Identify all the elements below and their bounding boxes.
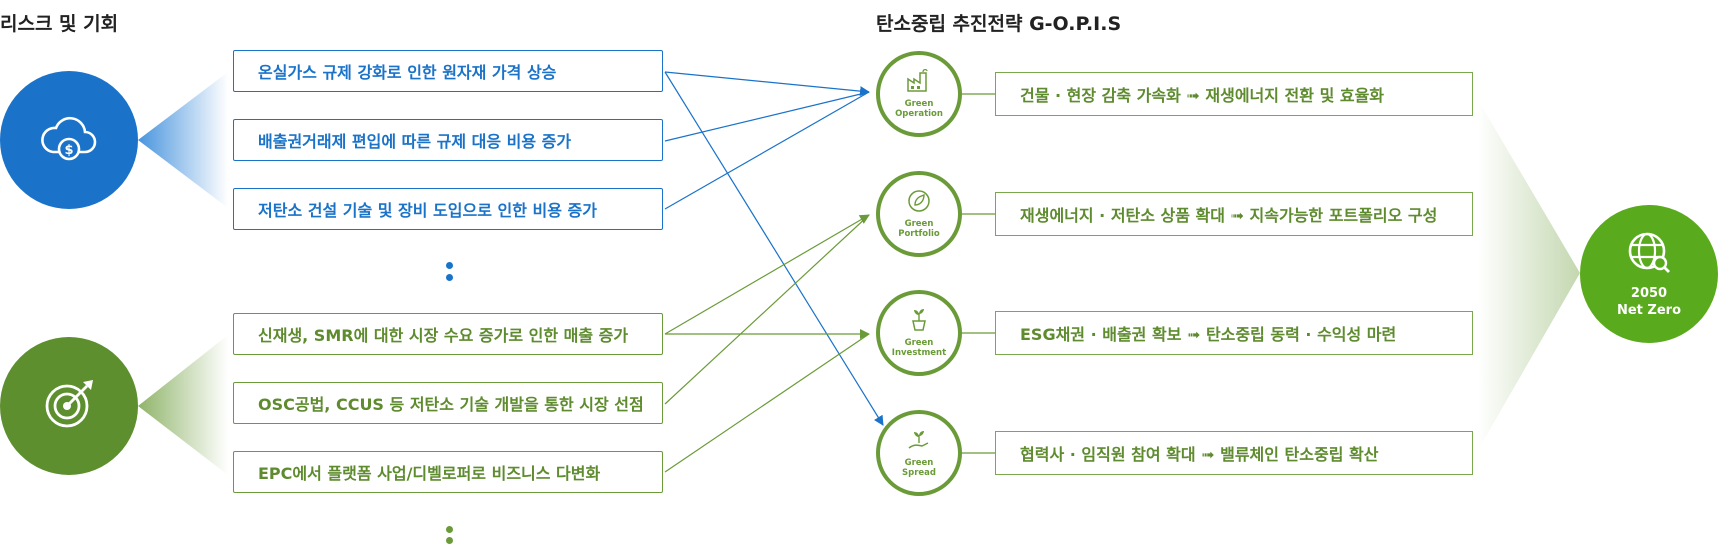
more-dot [446, 274, 453, 281]
strategy-description: ESG채권 · 배출권 확보 ➟ 탄소중립 동력 · 수익성 마련 [995, 311, 1473, 355]
goal-fan [1478, 100, 1580, 450]
svg-text:$: $ [64, 143, 73, 158]
risk-item: 배출권거래제 편입에 따른 규제 대응 비용 증가 [233, 119, 663, 161]
globe-icon [1625, 229, 1673, 279]
strategy-circle-operation: Green Operation [876, 51, 962, 137]
opportunity-item: EPC에서 플랫폼 사업/디벨로퍼로 비즈니스 다변화 [233, 451, 663, 493]
strategy-circle-spread: Green Spread [876, 410, 962, 496]
strategy-label: Green Operation [895, 99, 943, 119]
connector-line [664, 71, 884, 426]
strategy-description: 건물 · 현장 감축 가속화 ➟ 재생에너지 전환 및 효율화 [995, 72, 1473, 116]
risk-fan [138, 72, 228, 208]
goal-label: Net Zero [1616, 303, 1682, 318]
connector-line [664, 333, 870, 473]
risk-item: 저탄소 건설 기술 및 장비 도입으로 인한 비용 증가 [233, 188, 663, 230]
strategy-description: 재생에너지 · 저탄소 상품 확대 ➟ 지속가능한 포트폴리오 구성 [995, 192, 1473, 236]
risk-item: 온실가스 규제 강화로 인한 원자재 가격 상승 [233, 50, 663, 92]
opportunity-item: OSC공법, CCUS 등 저탄소 기술 개발을 통한 시장 선점 [233, 382, 663, 424]
strategy-label: Green Investment [891, 338, 947, 358]
more-dot [446, 526, 453, 533]
opportunity-item: 신재생, SMR에 대한 시장 수요 증가로 인한 매출 증가 [233, 313, 663, 355]
target-icon [39, 374, 99, 438]
connector-line [664, 91, 870, 210]
goal-circle: 2050 Net Zero [1580, 205, 1718, 343]
more-dot [446, 537, 453, 544]
opportunity-circle [0, 337, 138, 475]
hand-sprout-icon [906, 428, 932, 456]
connector-line [664, 71, 870, 97]
connector-line [664, 214, 870, 405]
plant-pot-icon [906, 308, 932, 336]
right-heading: 탄소중립 추진전략 G-O.P.I.S [876, 13, 1122, 35]
goal-year: 2050 [1630, 286, 1668, 301]
connector-line [664, 91, 870, 142]
left-heading: 리스크 및 기회 [0, 13, 119, 35]
strategy-label: Green Portfolio [898, 219, 940, 239]
connector-line [664, 214, 870, 335]
leaf-circle-icon [906, 189, 932, 217]
strategy-label: Green Spread [902, 458, 936, 478]
more-dot [446, 262, 453, 269]
opportunity-fan [138, 335, 228, 475]
strategy-circle-investment: Green Investment [876, 290, 962, 376]
factory-icon [906, 69, 932, 97]
risk-circle: $ [0, 71, 138, 209]
strategy-circle-portfolio: Green Portfolio [876, 171, 962, 257]
strategy-description: 협력사 · 임직원 참여 확대 ➟ 밸류체인 탄소중립 확산 [995, 431, 1473, 475]
cloud-dollar-icon: $ [39, 112, 99, 168]
